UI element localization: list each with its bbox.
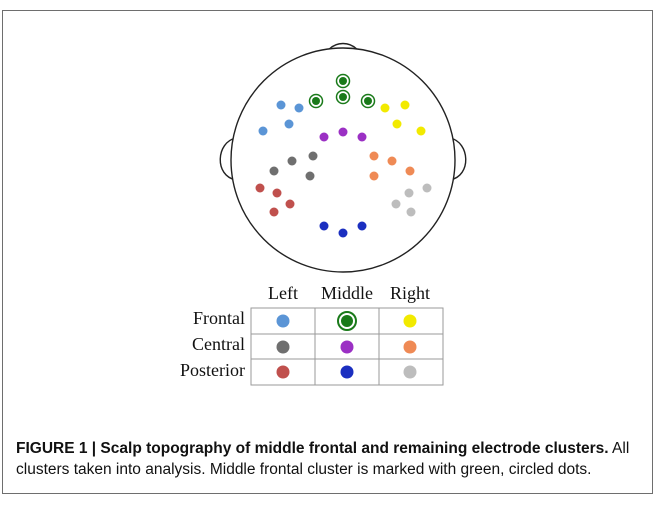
electrode-frontal-middle [335,89,351,105]
electrode-frontal-right [400,100,410,110]
electrode-array [255,73,432,238]
legend-grid-lines [250,307,444,386]
electrode-central-middle [357,132,367,142]
head-diagram [219,42,467,273]
electrode-central-left [308,151,318,161]
row-label-frontal: Frontal [193,308,245,328]
legend-swatch-frontal-left [276,314,290,328]
electrode-posterior-left [285,199,295,209]
electrode-frontal-right [392,119,402,129]
legend-swatch-central-middle [340,340,354,354]
electrode-central-right [369,171,379,181]
electrode-posterior-left [269,207,279,217]
electrode-posterior-right [422,183,432,193]
electrode-posterior-left [255,183,265,193]
figure-title: FIGURE 1 | Scalp topography of middle fr… [16,440,609,457]
legend-swatch-frontal-middle [337,311,357,331]
electrode-frontal-left [294,103,304,113]
electrode-posterior-left [272,188,282,198]
electrode-central-left [287,156,297,166]
electrode-posterior-right [406,207,416,217]
legend-swatch-posterior-right [403,365,417,379]
electrode-posterior-middle [357,221,367,231]
electrode-frontal-right [416,126,426,136]
electrode-frontal-left [284,119,294,129]
column-label-right: Right [390,283,430,303]
electrode-central-right [405,166,415,176]
electrode-central-right [387,156,397,166]
electrode-posterior-right [404,188,414,198]
electrode-posterior-middle [338,228,348,238]
column-label-middle: Middle [321,283,373,303]
electrode-frontal-middle [335,73,351,89]
legend-swatch-frontal-right [403,314,417,328]
legend-swatch-posterior-left [276,365,290,379]
row-label-central: Central [192,334,245,354]
electrode-frontal-left [276,100,286,110]
legend-swatch-central-right [403,340,417,354]
electrode-frontal-middle [360,93,376,109]
figure-caption: FIGURE 1 | Scalp topography of middle fr… [16,438,646,480]
electrode-central-middle [338,127,348,137]
electrode-central-right [369,151,379,161]
figure-caption-text: All clusters taken into analysis. Middle… [16,440,630,478]
legend-swatch-central-left [276,340,290,354]
electrode-frontal-right [380,103,390,113]
electrode-frontal-left [258,126,268,136]
electrode-central-middle [319,132,329,142]
head-outline [230,47,456,273]
column-label-left: Left [268,283,298,303]
electrode-central-left [305,171,315,181]
electrode-frontal-middle [308,93,324,109]
cluster-legend: Left Middle Right Frontal Central Poster… [180,283,444,386]
electrode-posterior-right [391,199,401,209]
row-label-posterior: Posterior [180,360,245,380]
electrode-posterior-middle [319,221,329,231]
legend-swatch-posterior-middle [340,365,354,379]
electrode-central-left [269,166,279,176]
